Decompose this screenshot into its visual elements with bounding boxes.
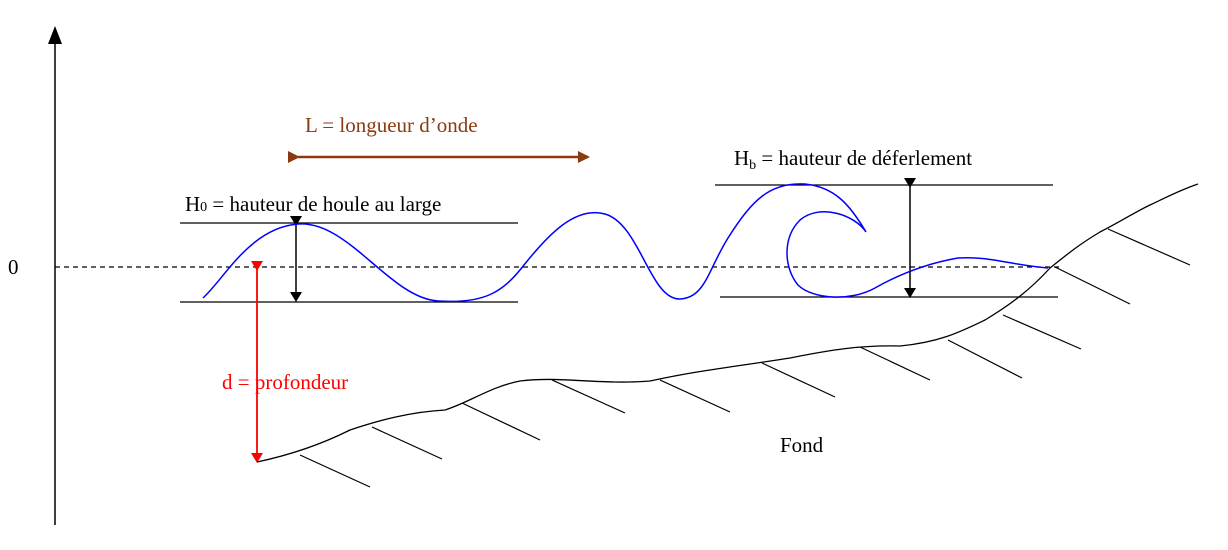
h0-symbol: H: [185, 192, 200, 216]
hb-symbol: H: [734, 146, 749, 170]
hb-label: Hb = hauteur de déferlement: [734, 146, 972, 173]
wave-profile: [202, 183, 1049, 303]
axis-arrowhead: [48, 26, 62, 44]
bottom-label: Fond: [780, 433, 824, 457]
hb-description: = hauteur de déferlement: [756, 146, 972, 170]
zero-label: 0: [8, 255, 19, 279]
h0-label: H0 = hauteur de houle au large: [185, 192, 441, 216]
h0-subscript: 0: [200, 200, 207, 215]
seabed-hatching: [299, 228, 1191, 488]
depth-label: d = profondeur: [222, 370, 348, 394]
seabed-profile: [256, 183, 1199, 463]
h0-description: = hauteur de houle au large: [207, 192, 441, 216]
wavelength-label: L = longueur d’onde: [305, 113, 478, 137]
hb-subscript: b: [749, 158, 756, 173]
